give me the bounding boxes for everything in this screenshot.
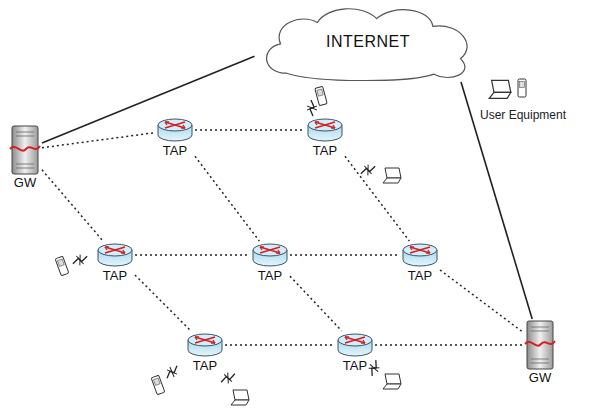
node-label: TAP bbox=[103, 268, 127, 284]
mesh-link bbox=[440, 270, 523, 332]
mesh-link bbox=[195, 156, 259, 241]
router-icon bbox=[96, 242, 134, 268]
mesh-link bbox=[135, 275, 191, 331]
node-label: TAP bbox=[408, 268, 432, 284]
mesh-link bbox=[225, 344, 335, 346]
access-point: TAP bbox=[401, 242, 439, 285]
mesh-link bbox=[135, 254, 250, 256]
access-point: TAP bbox=[156, 117, 194, 160]
node-label: TAP bbox=[313, 143, 337, 159]
mesh-link bbox=[290, 254, 400, 256]
node-label: GW bbox=[529, 370, 551, 386]
router-icon bbox=[401, 242, 439, 268]
mesh-link bbox=[290, 276, 342, 331]
access-point: TAP bbox=[96, 242, 134, 285]
node-label: TAP bbox=[343, 358, 367, 374]
router-icon bbox=[186, 332, 224, 358]
uplink-line bbox=[42, 56, 255, 143]
node-label: TAP bbox=[258, 268, 282, 284]
access-point: TAP bbox=[336, 332, 374, 375]
node-label: TAP bbox=[163, 143, 187, 159]
access-point: TAP bbox=[251, 242, 289, 285]
router-icon bbox=[306, 117, 344, 143]
access-point: TAP bbox=[186, 332, 224, 375]
internet-cloud: INTERNET bbox=[256, 3, 481, 81]
mesh-link bbox=[195, 129, 305, 131]
node-label: GW bbox=[14, 175, 36, 191]
node-label: TAP bbox=[193, 358, 217, 374]
gateway-server: GW bbox=[524, 320, 556, 387]
router-icon bbox=[156, 117, 194, 143]
mesh-link bbox=[42, 133, 155, 148]
server-icon bbox=[9, 125, 41, 175]
router-icon bbox=[251, 242, 289, 268]
server-icon bbox=[524, 320, 556, 370]
gateway-server: GW bbox=[9, 125, 41, 192]
access-point: TAP bbox=[306, 117, 344, 160]
node-label: INTERNET bbox=[326, 34, 410, 50]
mesh-link bbox=[375, 344, 523, 346]
mesh-link bbox=[345, 156, 409, 241]
mesh-link bbox=[42, 170, 103, 241]
router-icon bbox=[336, 332, 374, 358]
legend-caption: User Equipment bbox=[480, 108, 566, 123]
